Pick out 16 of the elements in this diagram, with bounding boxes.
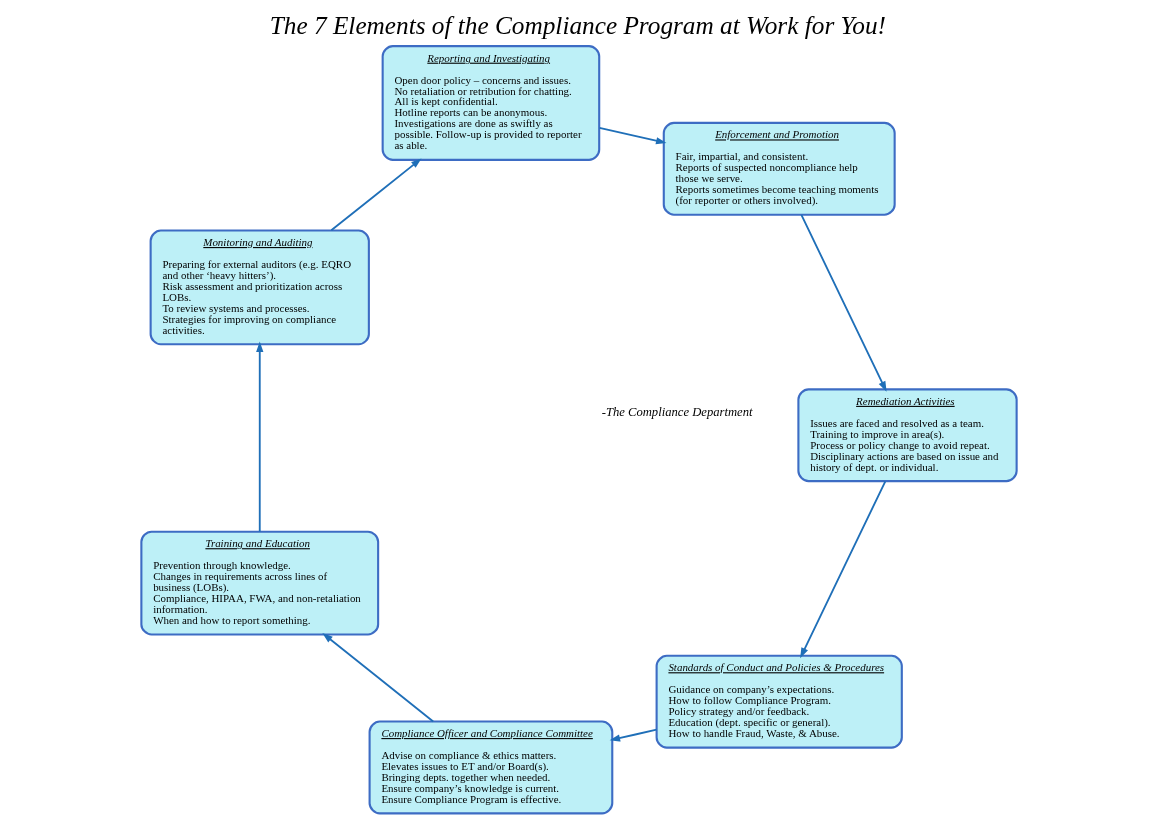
node-box: Monitoring and Auditing Preparing for external auditors (e.g. EQRO and other ‘heavy hitters’). Risk assessment and prioritization across LOBs. To review systems and processes. Strategies for improving on compliance activities. [149,229,370,346]
node-box: Reporting and Investigating Open door policy – concerns and issues. No retaliation or retribution for chatting. All is kept confidential. Hotline reports can be anonymous. Investigations are done as swiftly as possible. Follow-up is provided to reporter as able. [381,45,600,161]
arrow [329,158,421,232]
label: -The Compliance Department [601,405,753,420]
arrow [255,341,263,533]
arrow [800,214,887,392]
node-box: Standards of Conduct and Policies & Procedures Guidance on company’s expectations. How to follow Compliance Program. Policy strategy and/or feedback. Education (dept. specific or general). How to handle Fraud, Waste, & Abuse. [655,654,903,749]
arrow [598,126,666,145]
node-box: Remediation Activities Issues are faced and resolved as a team. Training to improve in area(s). Process or policy change to avoid repeat. Disciplinary actions are based on issue and history of dept. or individual. [796,388,1018,483]
node-box: Compliance Officer and Compliance Committee Advise on compliance & ethics matters. Elevates issues to ET and/or Board(s). Bringing depts. together when needed. Ensure company’s knowledge is current. Ensure Compliance Program is effective. [368,720,613,815]
arrow [799,480,886,659]
node-box: Enforcement and Promotion Fair, impartial, and consistent. Reports of suspected noncompliance help those we serve. Reports sometimes become teaching moments (for reporter or others involved). [662,121,896,216]
diagram-title: The 7 Elements of the Compliance Program at Work for You! [269,11,886,40]
node-box: Training and Education Prevention through knowledge. Changes in requirements across lines of business (LOBs). Compliance, HIPAA, FWA, and non-retaliation information. When and how to report something. [139,530,379,636]
arrow [321,633,434,723]
arrow [609,728,657,742]
